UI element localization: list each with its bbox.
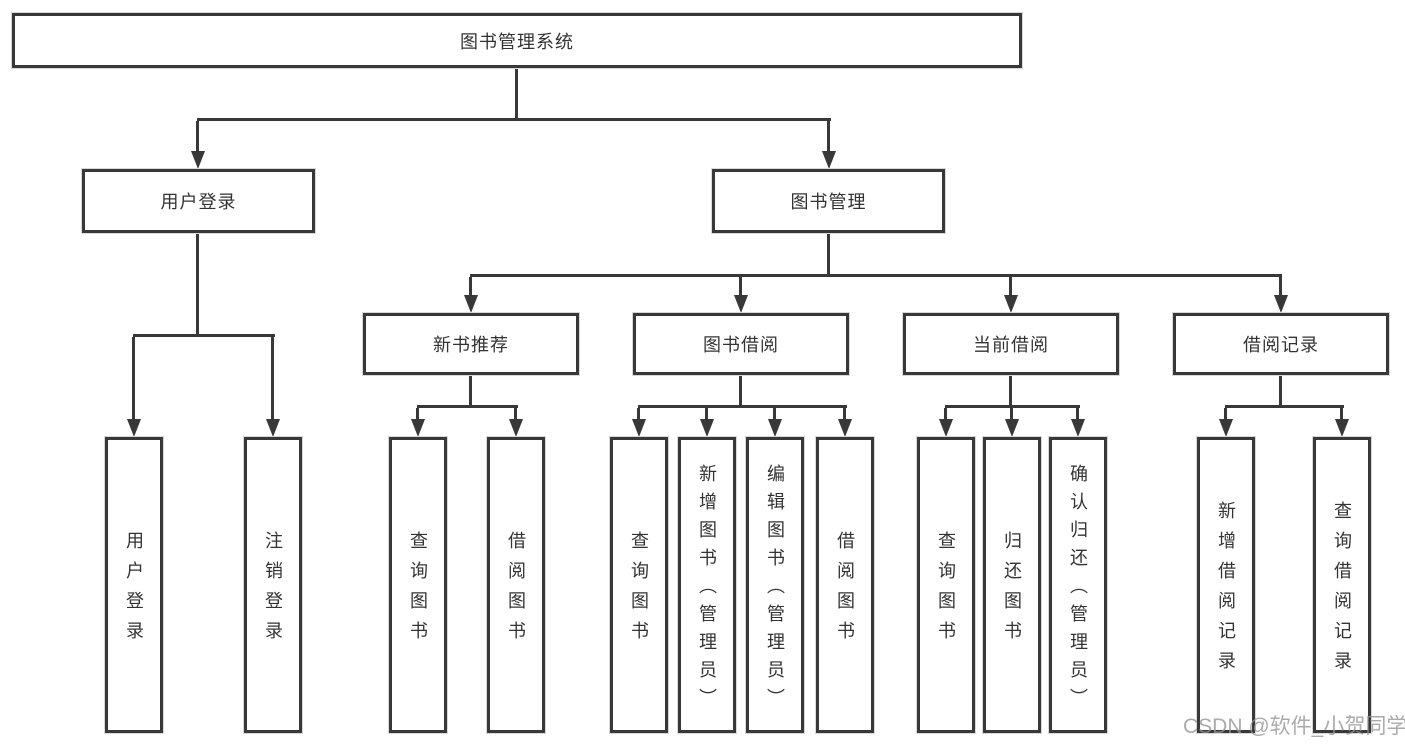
connector-to-leaf: [705, 408, 708, 419]
connector-to-leaf: [1224, 408, 1227, 419]
node-book-management-branch: 图书管理: [712, 169, 945, 233]
connector-user-login-stub: [196, 233, 199, 334]
arrowhead-down-icon: [1004, 295, 1018, 313]
node-label: 用户登录: [160, 192, 237, 212]
arrowhead-down-icon: [1071, 419, 1085, 437]
connector-to-leaf: [469, 277, 472, 295]
leaf-borrow-books-recommend: 借阅图书: [487, 437, 545, 733]
node-label: 借阅图书: [835, 531, 855, 651]
node-label: 借阅记录: [1243, 335, 1319, 355]
node-user-login-branch: 用户登录: [82, 169, 315, 233]
node-label: 图书管理系统: [460, 31, 574, 52]
leaf-return-books: 归还图书: [983, 437, 1041, 733]
node-label: 查询图书: [408, 531, 428, 651]
leaf-confirm-return-admin: 确认归还（管理员）: [1049, 437, 1107, 733]
leaf-borrow-books: 借阅图书: [816, 437, 874, 733]
arrowhead-down-icon: [1335, 419, 1349, 437]
node-label: 编辑图书（管理员）: [765, 464, 785, 716]
connector-stub: [469, 375, 472, 405]
connector-to-leaf: [132, 337, 135, 419]
connector-to-leaf: [773, 408, 776, 419]
connector-rail: [945, 405, 1080, 408]
connector-book-management-stub: [827, 233, 830, 274]
csdn-watermark: CSDN @软件_小贺同学: [1183, 715, 1405, 738]
connector-stub: [1279, 375, 1282, 405]
arrowhead-down-icon: [1219, 419, 1233, 437]
node-label: 当前借阅: [973, 335, 1049, 355]
connector-to-leaf: [637, 408, 640, 419]
arrowhead-down-icon: [509, 419, 523, 437]
arrowhead-down-icon: [1274, 295, 1288, 313]
leaf-add-borrow-record: 新增借阅记录: [1197, 437, 1255, 733]
node-label: 注销登录: [263, 531, 283, 651]
node-label: 查询借阅记录: [1332, 501, 1352, 681]
arrowhead-down-icon: [411, 419, 425, 437]
connector-to-leaf: [416, 408, 419, 419]
leaf-user-login: 用户登录: [105, 437, 163, 733]
arrowhead-down-icon: [700, 419, 714, 437]
arrowhead-down-icon: [768, 419, 782, 437]
connector-to-leaf: [514, 408, 517, 419]
leaf-query-books-current: 查询图书: [917, 437, 975, 733]
leaf-query-books-borrowing: 查询图书: [610, 437, 668, 733]
connector-to-leaf: [1340, 408, 1343, 419]
connector-stub: [739, 375, 742, 405]
arrowhead-down-icon: [464, 295, 478, 313]
node-label: 查询图书: [629, 531, 649, 651]
node-borrowing-records: 借阅记录: [1173, 313, 1389, 375]
node-label: 新书推荐: [433, 335, 509, 355]
arrowhead-down-icon: [1005, 419, 1019, 437]
connector-to-book-management: [827, 121, 830, 151]
arrowhead-down-icon: [822, 151, 836, 169]
connector-rail: [417, 405, 518, 408]
connector-to-leaf: [739, 277, 742, 295]
node-book-borrowing: 图书借阅: [633, 313, 849, 375]
connector-to-leaf: [1010, 408, 1013, 419]
node-label: 查询图书: [936, 531, 956, 651]
node-label: 新增借阅记录: [1216, 501, 1236, 681]
connector-to-leaf: [271, 337, 274, 419]
leaf-logout: 注销登录: [244, 437, 302, 733]
node-label: 图书借阅: [703, 335, 779, 355]
node-label: 新增图书（管理员）: [697, 464, 717, 716]
leaf-edit-book-admin: 编辑图书（管理员）: [746, 437, 804, 733]
connector-rail: [1225, 405, 1344, 408]
leaf-query-borrow-record: 查询借阅记录: [1313, 437, 1371, 733]
connector-to-leaf: [1279, 277, 1282, 295]
connector-to-leaf: [843, 408, 846, 419]
connector-root-stub: [515, 68, 518, 118]
connector-level2-rail: [197, 118, 831, 121]
connector-to-leaf: [1076, 408, 1079, 419]
node-library-management-system: 图书管理系统: [12, 13, 1022, 68]
arrowhead-down-icon: [191, 151, 205, 169]
arrowhead-down-icon: [734, 295, 748, 313]
leaf-add-book-admin: 新增图书（管理员）: [678, 437, 736, 733]
leaf-query-books-recommend: 查询图书: [389, 437, 447, 733]
node-label: 归还图书: [1002, 531, 1022, 651]
connector-user-login-rail: [133, 334, 275, 337]
connector-rail: [638, 405, 847, 408]
node-label: 确认归还（管理员）: [1068, 464, 1088, 716]
node-current-borrowing: 当前借阅: [903, 313, 1119, 375]
node-new-book-recommendation: 新书推荐: [363, 313, 579, 375]
connector-stub: [1009, 375, 1012, 405]
arrowhead-down-icon: [632, 419, 646, 437]
node-label: 借阅图书: [506, 531, 526, 651]
arrowhead-down-icon: [838, 419, 852, 437]
arrowhead-down-icon: [127, 419, 141, 437]
arrowhead-down-icon: [939, 419, 953, 437]
connector-to-leaf: [944, 408, 947, 419]
arrowhead-down-icon: [266, 419, 280, 437]
node-label: 图书管理: [790, 192, 867, 212]
connector-to-user-login: [196, 121, 199, 151]
connector-level3-rail: [470, 274, 1282, 277]
node-label: 用户登录: [124, 531, 144, 651]
connector-to-leaf: [1009, 277, 1012, 295]
